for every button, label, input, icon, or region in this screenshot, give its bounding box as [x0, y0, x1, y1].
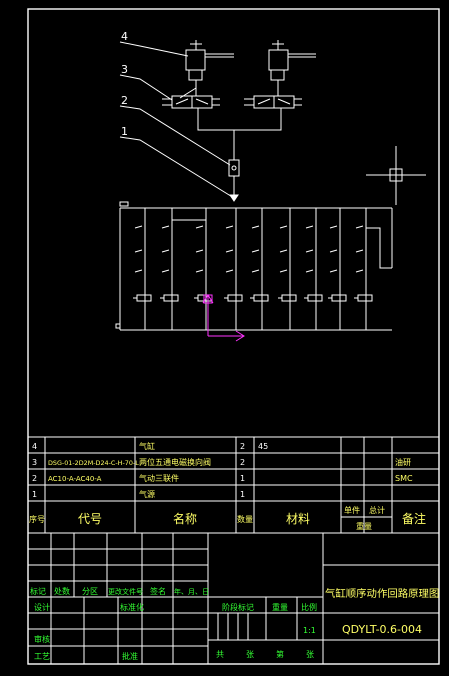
bom-header-remark: 备注	[402, 511, 426, 526]
contact	[305, 269, 314, 273]
bom-qty: 1	[240, 474, 245, 483]
valve-right	[244, 95, 302, 120]
bom-header-weight: 重量	[356, 521, 372, 531]
contact	[134, 269, 143, 273]
ladder-terminal	[119, 201, 129, 207]
contact	[195, 225, 204, 229]
bom-table	[27, 436, 440, 534]
callout-2: 2	[121, 94, 128, 107]
bom-material: 45	[258, 442, 268, 451]
rev-label-mark: 标记	[30, 586, 46, 596]
contact	[305, 249, 314, 253]
scale-value: 1:1	[303, 626, 316, 635]
leader-1	[119, 136, 235, 199]
bom-header-total-weight: 总计	[369, 505, 385, 515]
sheets-number: 第	[276, 649, 284, 659]
ladder-branch	[171, 208, 206, 221]
label-standardize: 标准化	[120, 602, 144, 612]
crosshair-cursor	[366, 146, 426, 205]
contact	[279, 249, 288, 253]
pneumatic-schematic	[119, 40, 426, 205]
bom-header-seq: 序号	[29, 514, 45, 524]
contact	[251, 249, 260, 253]
ucs-icon	[202, 294, 245, 342]
contact	[329, 269, 338, 273]
label-review: 审核	[34, 634, 50, 644]
rev-label-date: 年、月、日	[174, 587, 209, 596]
sheets-unit-2: 张	[306, 650, 314, 659]
label-stage-mark: 阶段标记	[222, 602, 254, 612]
contact	[195, 269, 204, 273]
bom-header-code: 代号	[78, 512, 102, 526]
contact	[305, 225, 314, 229]
bom-header-unit-weight: 单件	[344, 505, 360, 515]
contact	[225, 269, 234, 273]
bom-seq: 1	[32, 490, 37, 499]
contact	[195, 249, 204, 253]
label-design: 设计	[34, 602, 50, 612]
contact	[225, 225, 234, 229]
bom-header-material: 材料	[286, 512, 310, 526]
label-weight: 重量	[272, 602, 288, 612]
contact	[251, 225, 260, 229]
contact	[161, 225, 170, 229]
bom-qty: 1	[240, 490, 245, 499]
label-approve: 批准	[122, 651, 138, 661]
drawing-number: QDYLT-0.6-004	[342, 623, 422, 636]
bom-seq: 3	[32, 458, 37, 467]
contact	[279, 225, 288, 229]
rev-label-doc: 更改文件号	[108, 587, 143, 596]
contact	[161, 269, 170, 273]
bom-code: AC10-A-AC40-A	[48, 475, 102, 483]
bom-name: 气动三联件	[139, 473, 179, 483]
sheets-unit-1: 张	[246, 650, 254, 659]
contact	[279, 269, 288, 273]
contact	[355, 269, 364, 273]
cylinder-left	[179, 40, 234, 99]
contact	[355, 225, 364, 229]
bom-name: 气源	[139, 489, 155, 499]
bom-seq: 4	[32, 442, 37, 451]
contact	[134, 249, 143, 253]
bom-qty: 2	[240, 442, 245, 451]
bom-rows: 4 气缸 2 45 3 DSG-01-2D2M-D24-C-H-70-L 两位五…	[29, 441, 426, 531]
callout-3: 3	[121, 63, 128, 76]
title-block	[27, 532, 440, 665]
leader-2	[119, 105, 231, 166]
contact	[355, 249, 364, 253]
sheets-total: 共	[216, 650, 224, 659]
bom-qty: 2	[240, 458, 245, 467]
contact	[225, 249, 234, 253]
callout-4: 4	[121, 30, 128, 43]
ladder-branch	[366, 227, 392, 269]
bom-header-qty: 数量	[237, 514, 253, 524]
ladder-terminal	[115, 323, 121, 329]
bom-remark: SMC	[395, 474, 413, 483]
contact	[251, 269, 260, 273]
rev-label-count: 处数	[54, 586, 70, 596]
bom-remark: 油研	[395, 457, 411, 467]
callout-1: 1	[121, 125, 128, 138]
leader-4	[119, 41, 189, 57]
cylinder-right	[268, 40, 316, 96]
valve-left	[162, 95, 220, 120]
bom-seq: 2	[32, 474, 37, 483]
contact	[329, 225, 338, 229]
rev-label-zone: 分区	[82, 587, 98, 596]
bom-name: 气缸	[139, 441, 155, 451]
contact	[134, 225, 143, 229]
bom-name: 两位五通电磁换向阀	[139, 457, 211, 467]
label-process: 工艺	[34, 652, 50, 661]
bom-code: DSG-01-2D2M-D24-C-H-70-L	[48, 459, 139, 467]
rev-label-sign: 签名	[150, 586, 166, 596]
bom-header-name: 名称	[173, 511, 197, 526]
label-scale: 比例	[301, 602, 317, 612]
contact	[161, 249, 170, 253]
contact	[329, 249, 338, 253]
ladder-diagram	[115, 201, 393, 331]
drawing-title: 气缸顺序动作回路原理图	[325, 587, 439, 600]
title-block-text: 标记 处数 分区 更改文件号 签名 年、月、日 设计 标准化 审核 工艺 批准 …	[30, 586, 439, 661]
leader-3	[119, 74, 173, 101]
